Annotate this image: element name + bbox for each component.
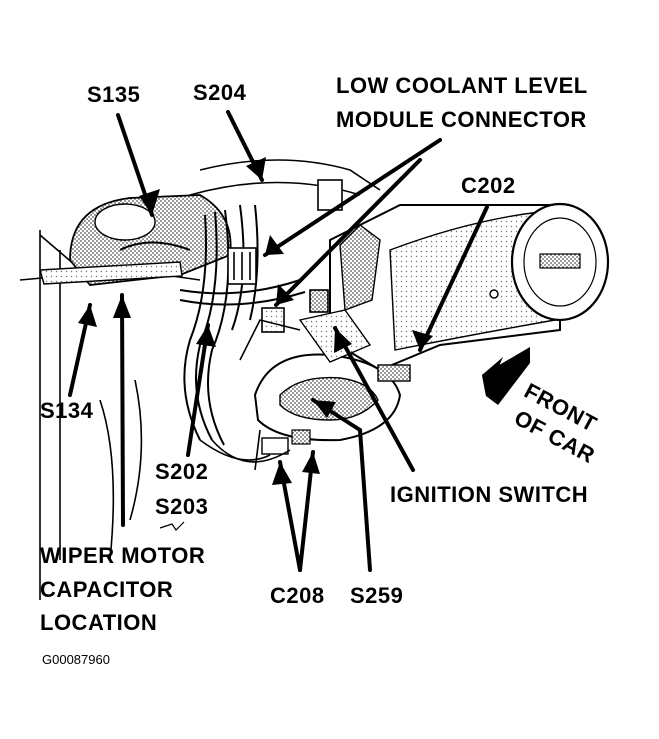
label-s259: S259 (350, 583, 404, 608)
label-c202: C202 (461, 173, 516, 198)
label-c208: C208 (270, 583, 325, 608)
label-low-coolant-line1: LOW COOLANT LEVEL (336, 73, 588, 98)
label-s135: S135 (87, 82, 141, 107)
wire-harness (119, 204, 306, 446)
label-wiper-motor-line1: WIPER MOTOR (40, 543, 206, 568)
label-low-coolant-line2: MODULE CONNECTOR (336, 107, 587, 132)
label-s203: S203 (155, 494, 209, 519)
label-s134: S134 (40, 398, 94, 423)
steering-column (329, 202, 610, 372)
figure-code: G00087960 (42, 652, 110, 667)
blower-housing (39, 194, 232, 286)
ignition-switch-housing (199, 309, 411, 471)
label-s202: S202 (155, 459, 209, 484)
harness-connectors (227, 179, 343, 333)
scribble-mark (159, 521, 185, 531)
label-wiper-motor-line3: LOCATION (40, 610, 158, 635)
front-of-car-arrowhead (482, 357, 503, 396)
label-s204: S204 (193, 80, 247, 105)
label-wiper-motor-line2: CAPACITOR (40, 577, 174, 602)
callout-arrowheads (78, 157, 433, 485)
front-of-car-arrow (482, 347, 530, 405)
label-ignition-switch: IGNITION SWITCH (390, 482, 589, 507)
